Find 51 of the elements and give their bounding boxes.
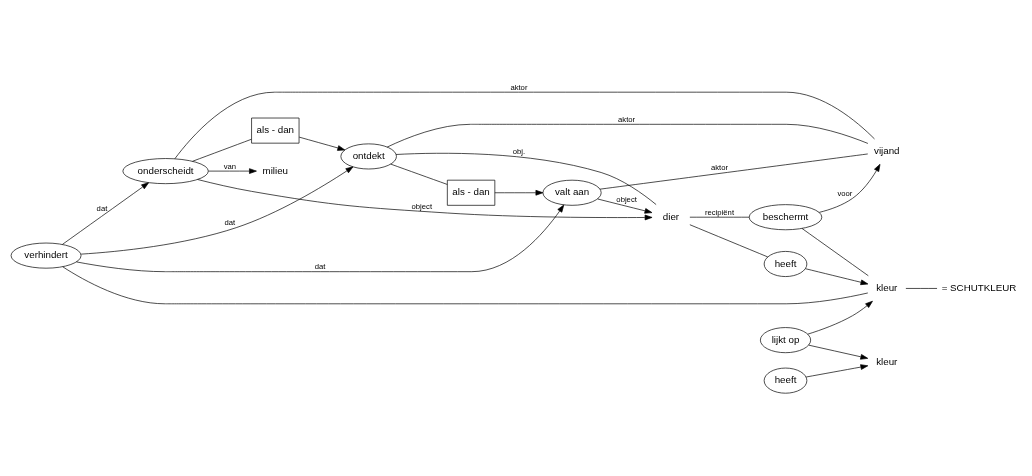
- edge-label: dat: [314, 261, 326, 271]
- arrow: [80, 166, 354, 254]
- node-text: kleur: [876, 281, 898, 293]
- arrow: [298, 136, 346, 151]
- arrow: [597, 198, 653, 214]
- edge-label: dat: [224, 217, 236, 227]
- node-text: = SCHUTKLEUR: [941, 281, 1017, 293]
- connector: [599, 153, 869, 189]
- arrow: [62, 181, 149, 245]
- connector: [395, 152, 657, 205]
- connector: [905, 287, 938, 289]
- connector: [801, 227, 869, 276]
- connector: [689, 223, 769, 257]
- connector: [386, 123, 869, 147]
- edge-label: aktor: [710, 162, 729, 172]
- node-ellipse: lijkt op: [760, 326, 811, 353]
- arrow: [494, 189, 544, 196]
- node-ellipse: ontdekt: [340, 143, 397, 169]
- edge-label: aktor: [618, 114, 636, 124]
- edge-label: voor: [837, 188, 853, 198]
- node-ellipse: heeft: [763, 367, 808, 394]
- node-ellipse: beschermt: [748, 203, 823, 230]
- node-text: dier: [662, 210, 680, 222]
- edge-label: van: [223, 161, 237, 171]
- edge-label: object: [616, 194, 637, 204]
- node-box: als - dan: [447, 179, 496, 206]
- connector: [192, 138, 252, 162]
- arrow: [808, 344, 869, 360]
- node-ellipse: verhindert: [10, 242, 82, 269]
- node-text: milieu: [262, 164, 289, 176]
- edge-label: recipiënt: [705, 207, 735, 217]
- arrow: [805, 363, 869, 377]
- edge-label: aktor: [510, 82, 528, 92]
- node-ellipse: onderscheidt: [122, 157, 209, 184]
- node-text: kleur: [876, 355, 898, 367]
- node-ellipse: heeft: [763, 250, 808, 277]
- connector: [174, 91, 875, 159]
- arrow: [805, 267, 869, 285]
- arrow: [807, 300, 873, 335]
- connector: [62, 265, 869, 304]
- arrow: [208, 167, 257, 174]
- node-box: als - dan: [251, 117, 300, 143]
- node-ellipse: valt aan: [542, 179, 602, 206]
- edge-label: obj.: [512, 146, 526, 156]
- node-text: vijand: [874, 144, 900, 156]
- edge-label: object: [411, 201, 433, 211]
- connector: [390, 163, 448, 185]
- arrow: [76, 204, 565, 272]
- edge-label: dat: [96, 203, 108, 213]
- arrow: [197, 178, 653, 220]
- arrow: [818, 163, 881, 213]
